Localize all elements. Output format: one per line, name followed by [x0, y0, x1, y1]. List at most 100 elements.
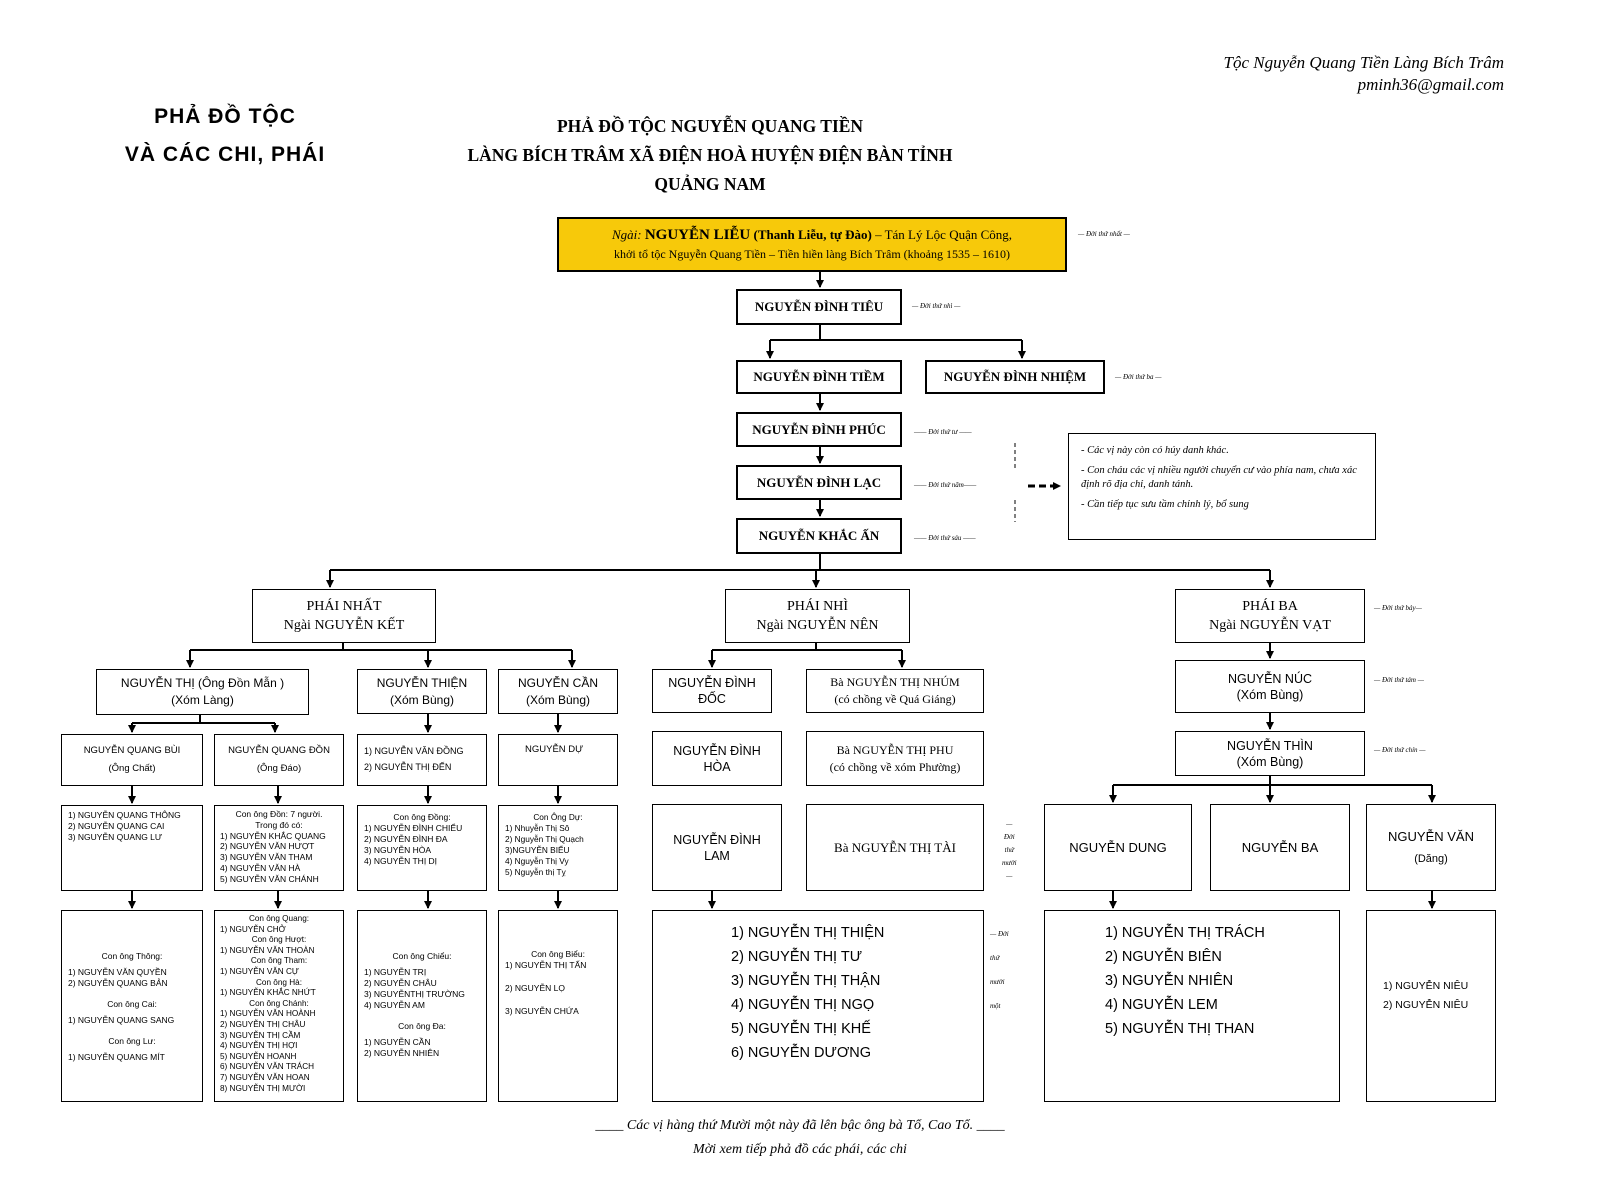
- child-item: 1) NGUYỄN QUANG MÍT: [68, 1052, 165, 1062]
- person-alias-line: (Dăng): [1414, 852, 1448, 865]
- note-line-3: - Cần tiếp tục sưu tầm chỉnh lý, bổ sung: [1081, 499, 1249, 510]
- children-heading: Con ông Lư:: [108, 1036, 156, 1046]
- child-item: 3) NGUYỄN QUANG LƯ: [68, 832, 163, 842]
- label-line: —: [1006, 872, 1013, 880]
- child-item: 1) NGUYỄN TRỊ: [364, 967, 427, 977]
- person-name-line: NGUYỄN ĐÌNH: [673, 743, 761, 758]
- children-heading: Trong đó có:: [255, 819, 303, 830]
- person-nguyen-dinh-lam: NGUYỄN ĐÌNH LAM: [652, 804, 782, 891]
- child-item: 1) NGUYỄN THỊ TẤN: [505, 960, 587, 970]
- child-item: 2) Nguyễn Thị Quạch: [505, 834, 584, 844]
- person-name-line: ĐỐC: [698, 692, 726, 706]
- nguyen-quang-don-grandchildren: Con ông Quang: 1) NGUYỄN CHỞ Con ông Hượ…: [214, 910, 344, 1102]
- child-item: 7) NGUYỄN VĂN HOAN: [220, 1072, 310, 1082]
- child-item: 3) NGUYỄN CHỨA: [505, 1006, 579, 1016]
- nguyen-can-children: NGUYỄN DỰ: [498, 734, 618, 786]
- child-item: 2) NGUYỄN CHÂU: [364, 978, 437, 988]
- child-item: 3) NGUYỄNTHỊ TRƯỜNG: [364, 989, 465, 999]
- person-nguyen-thi-nhum: Bà NGUYỄN THỊ NHÚM (có chồng về Quá Gián…: [806, 669, 984, 713]
- child-item: 5) NGUYỄN HOANH: [220, 1051, 297, 1061]
- children-heading: Con ông Chánh:: [249, 998, 309, 1008]
- person-nguyen-dinh-lac: NGUYỄN ĐÌNH LẠC: [736, 465, 902, 500]
- nguyen-van-children: 1) NGUYỄN NIÊU 2) NGUYỄN NIÊU: [1366, 910, 1496, 1102]
- person-nguyen-dinh-doc: NGUYỄN ĐÌNH ĐỐC: [652, 669, 772, 713]
- child-item: 1) NGUYỄN VĂN ĐỒNG: [364, 746, 464, 756]
- person-nguyen-dinh-nhiem: NGUYỄN ĐÌNH NHIỆM: [925, 360, 1105, 394]
- person-nguyen-quang-bui: NGUYỄN QUANG BÙI (Ông Chất): [61, 734, 203, 786]
- label-line: —: [1006, 820, 1013, 828]
- nguyen-quang-bui-grandchildren: Con ông Thông: 1) NGUYỄN VĂN QUYỀN 2) NG…: [61, 910, 203, 1102]
- person-place-line: (Xóm Bùng): [1236, 687, 1304, 702]
- child-item: 6) NGUYỄN DƯƠNG: [731, 1045, 872, 1061]
- generation-11-label: — Đời thứ mười một: [990, 922, 1009, 1018]
- generation-2-label: — Đời thứ nhì —: [912, 302, 961, 310]
- page-title-line-2: LÀNG BÍCH TRÂM XÃ ĐIỆN HOÀ HUYỆN ĐIỆN BÀ…: [467, 145, 953, 194]
- child-item: 2) NGUYỄN LỌ: [505, 983, 565, 993]
- child-item: 1) NGUYỄN ĐÌNH CHIỂU: [364, 823, 463, 833]
- person-nguyen-thi-phu: Bà NGUYỄN THỊ PHU (có chồng về xóm Phườn…: [806, 731, 984, 786]
- person-name-line: NGUYỄN ĐÌNH: [668, 676, 756, 690]
- page-title-line-1: PHẢ ĐỒ TỘC NGUYỄN QUANG TIỀN: [556, 116, 864, 136]
- person-nguyen-quang-don-name: NGUYỄN QUANG ĐỒN: [228, 745, 330, 756]
- family-name: Tộc Nguyễn Quang Tiền Làng Bích Trâm: [1223, 53, 1504, 72]
- child-item: 1) NGUYỄN THỊ THIỆN: [731, 925, 885, 941]
- person-name-line: NGUYỄN ĐÌNH: [673, 832, 761, 847]
- phai-nhi-founder: Ngài NGUYỄN NÊN: [756, 618, 879, 633]
- side-title: PHẢ ĐỒ TỘC VÀ CÁC CHI, PHÁI: [110, 98, 340, 174]
- nguyen-quang-don-children: Con ông Đồn: 7 người. Trong đó có: 1) NG…: [214, 805, 344, 891]
- footer-line-1: ____ Các vị hàng thứ Mười một này đã lên…: [595, 1118, 1005, 1133]
- person-nguyen-dinh-tieu: NGUYỄN ĐÌNH TIÊU: [736, 289, 902, 325]
- founder-rank: – Tán Lý Lộc Quận Công,: [875, 227, 1013, 242]
- child-item: 2) NGUYỄN THỊ CHÂU: [220, 1019, 306, 1029]
- child-item: 2) NGUYỄN THỊ ĐẾN: [364, 762, 452, 772]
- person-nguyen-thi-name: NGUYỄN THỊ (Ông Đồn Mẫn ): [120, 676, 285, 690]
- children-heading: Con ông Biểu:: [531, 949, 585, 959]
- child-item: 4) NGUYỄN THỊ NGỌ: [731, 997, 875, 1013]
- person-nguyen-van: NGUYỄN VĂN (Dăng): [1366, 804, 1496, 891]
- footer-line-2: Mời xem tiếp phả đồ các phái, các chi: [693, 1142, 907, 1157]
- generation-6-label: —— Đời thứ sáu ——: [914, 534, 976, 542]
- generation-3-label: — Đời thứ ba —: [1115, 373, 1162, 381]
- generation-8-label: — Đời thứ tám —: [1374, 676, 1424, 684]
- note-line-2: - Con cháu các vị nhiều người chuyển cư …: [1081, 465, 1357, 490]
- label-line: thứ: [1004, 846, 1014, 854]
- person-nguyen-quang-bui-name: NGUYỄN QUANG BÙI: [83, 745, 181, 756]
- note-line-1: - Các vị này còn có húy danh khác.: [1081, 445, 1229, 456]
- phai-nhi-title: PHÁI NHÌ: [786, 599, 849, 614]
- person-nguyen-thi-tai: Bà NGUYỄN THỊ TÀI: [806, 804, 984, 891]
- child-item: 2) NGUYỄN QUANG CAI: [68, 821, 165, 831]
- person-name-line: NGUYỄN VĂN: [1388, 828, 1474, 844]
- person-nguyen-dung: NGUYỄN DUNG: [1044, 804, 1192, 891]
- child-item: 3)NGUYỄN BIỂU: [505, 845, 570, 855]
- generation-5-label: —— Đời thứ năm——: [914, 481, 977, 489]
- children-heading: Con ông Hượt:: [251, 935, 307, 945]
- child-item: 4) NGUYỄN THỊ HỢI: [220, 1041, 298, 1051]
- footer-note: ____ Các vị hàng thứ Mười một này đã lên…: [440, 1114, 1160, 1162]
- child-item: 2) NGUYỄN QUANG BẢN: [68, 978, 168, 988]
- person-nguyen-can-name: NGUYỄN CẦN: [517, 675, 598, 690]
- children-heading: Con ông Cai:: [107, 999, 157, 1009]
- phai-nhat-box: PHÁI NHẤT Ngài NGUYỄN KẾT: [252, 589, 436, 643]
- founder-prefix: Ngài:: [611, 227, 642, 242]
- nguyen-du-grandchildren: Con ông Biểu: 1) NGUYỄN THỊ TẤN 2) NGUYỄ…: [498, 910, 618, 1102]
- generation-9-label: — Đời thứ chín —: [1374, 746, 1426, 754]
- child-item: 2) NGUYỄN ĐÌNH ĐA: [364, 834, 448, 844]
- child-item: 2) NGUYỄN NIÊU: [1383, 999, 1469, 1011]
- person-nguyen-thien: NGUYỄN THIỆN (Xóm Bùng): [357, 669, 487, 714]
- child-item: 1) NGUYỄN VĂN QUYỀN: [68, 967, 167, 977]
- child-item: 1) NGUYỄN VĂN CỰ: [220, 966, 299, 976]
- children-heading: Con Ông Dự:: [533, 812, 583, 822]
- children-heading: Con ông Hà:: [256, 977, 302, 987]
- child-item: 1) NGUYỄN VĂN HOÀNH: [220, 1009, 316, 1019]
- label-line: một: [990, 1002, 1001, 1010]
- child-item: 1) NGUYỄN QUANG THÔNG: [68, 810, 181, 820]
- person-nguyen-ba: NGUYỄN BA: [1210, 804, 1350, 891]
- person-nguyen-dinh-hoa: NGUYỄN ĐÌNH HÒA: [652, 731, 782, 786]
- child-item: 4) NGUYỄN VĂN HÀ: [220, 862, 301, 873]
- side-title-line-2: VÀ CÁC CHI, PHÁI: [124, 143, 326, 166]
- child-item: 4) NGUYỄN LEM: [1105, 997, 1218, 1013]
- nguyen-quang-bui-children: 1) NGUYỄN QUANG THÔNG 2) NGUYỄN QUANG CA…: [61, 805, 203, 891]
- child-item: 2) NGUYỄN THỊ TƯ: [731, 949, 863, 965]
- generation-10-label: — Đời thứ mười —: [1002, 818, 1017, 883]
- person-place-line: (Xóm Bùng): [1236, 754, 1304, 769]
